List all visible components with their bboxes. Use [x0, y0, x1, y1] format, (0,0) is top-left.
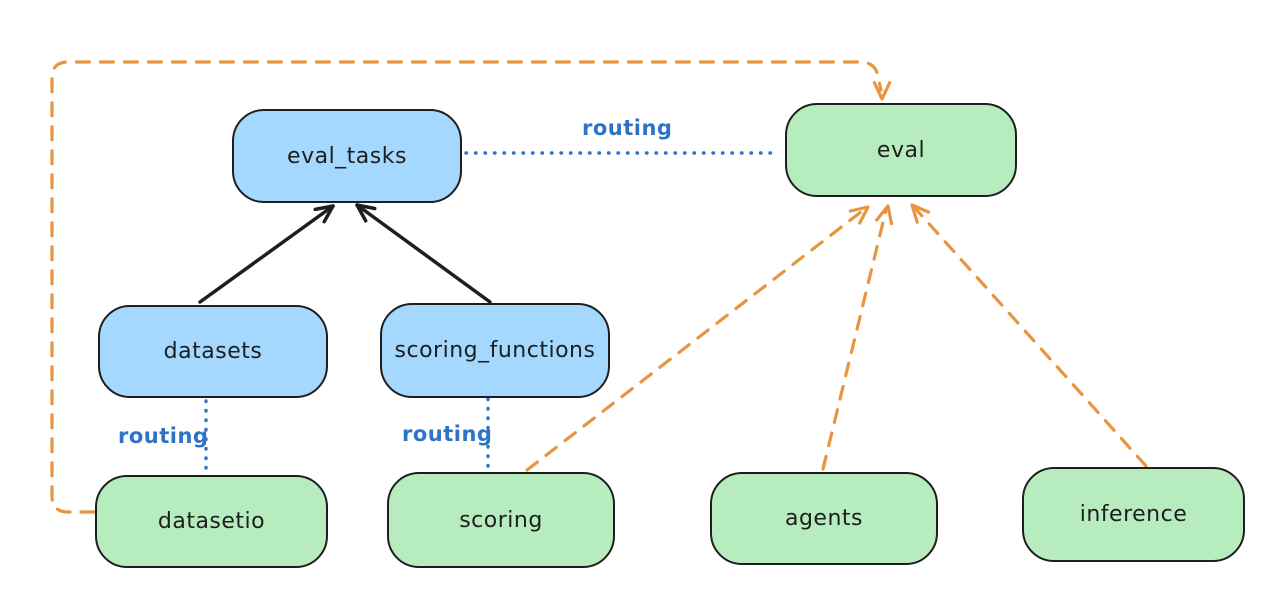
edge-label-routing-eval-tasks-eval: routing	[582, 116, 673, 140]
node-scoring-functions: scoring_functions	[380, 303, 610, 398]
node-scoring-functions-label: scoring_functions	[394, 338, 596, 363]
edge-label-routing-scoring-functions-scoring: routing	[402, 422, 493, 446]
node-agents: agents	[710, 472, 938, 565]
edge-datasets-to-eval-tasks	[198, 204, 335, 304]
edge-datasetio-to-eval	[50, 60, 892, 514]
node-agents-label: agents	[784, 506, 863, 531]
node-eval: eval	[785, 103, 1017, 197]
node-eval-tasks: eval_tasks	[232, 109, 462, 203]
node-eval-label: eval	[876, 137, 926, 163]
node-scoring: scoring	[387, 472, 615, 568]
node-datasetio: datasetio	[95, 475, 328, 568]
node-datasets-label: datasets	[163, 339, 263, 364]
edge-scoring-functions-to-eval-tasks	[355, 203, 492, 304]
node-eval-tasks-label: eval_tasks	[287, 143, 407, 169]
edge-scoring-to-eval	[525, 205, 870, 472]
node-inference: inference	[1022, 467, 1245, 562]
node-scoring-label: scoring	[459, 507, 543, 533]
edge-label-routing-datasets-datasetio: routing	[118, 424, 209, 448]
node-datasetio-label: datasetio	[157, 509, 266, 534]
node-inference-label: inference	[1079, 502, 1188, 527]
edge-agents-to-eval	[821, 204, 894, 471]
edge-inference-to-eval	[910, 203, 1148, 468]
node-datasets: datasets	[98, 305, 328, 398]
